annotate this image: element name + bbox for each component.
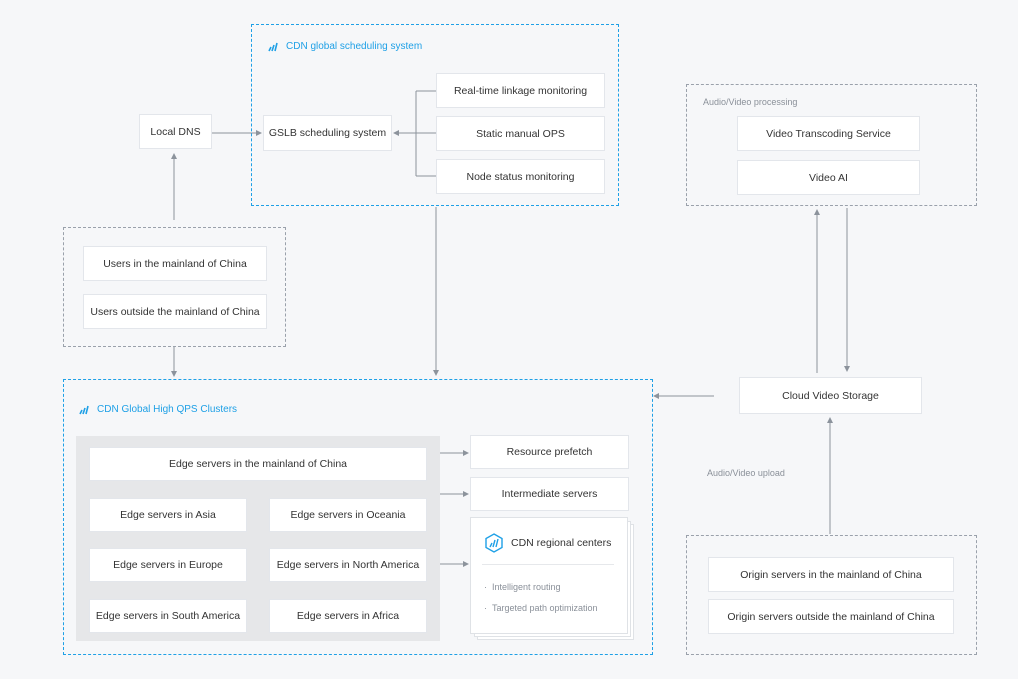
- users-outside-box: Users outside the mainland of China: [83, 294, 267, 329]
- realtime-monitoring-box: Real-time linkage monitoring: [436, 73, 605, 108]
- resource-prefetch-box: Resource prefetch: [470, 435, 629, 469]
- regional-centers-header: CDN regional centers: [484, 533, 611, 553]
- edge-north-america-box: Edge servers in North America: [269, 548, 427, 582]
- cdn-hex-icon: [485, 533, 503, 553]
- regional-bullet-1-text: Intelligent routing: [492, 582, 561, 592]
- edge-asia-box: Edge servers in Asia: [89, 498, 247, 532]
- node-status-box: Node status monitoring: [436, 159, 605, 194]
- video-ai-box: Video AI: [737, 160, 920, 195]
- gslb-scheduling-box: GSLB scheduling system: [263, 115, 392, 151]
- regional-divider: [482, 564, 614, 565]
- static-ops-box: Static manual OPS: [436, 116, 605, 151]
- regional-bullet-2-text: Targeted path optimization: [492, 603, 598, 613]
- cdn-logo-icon: [268, 42, 278, 51]
- origin-outside-box: Origin servers outside the mainland of C…: [708, 599, 954, 634]
- cdn-logo-icon: [79, 405, 89, 414]
- intermediate-servers-box: Intermediate servers: [470, 477, 629, 511]
- regional-bullet-1: · Intelligent routing: [484, 582, 561, 592]
- users-mainland-box: Users in the mainland of China: [83, 246, 267, 281]
- origin-group: [686, 535, 977, 655]
- scheduling-system-group: [251, 24, 619, 206]
- edge-south-america-box: Edge servers in South America: [89, 599, 247, 633]
- regional-bullet-2: · Targeted path optimization: [484, 603, 598, 613]
- edge-africa-box: Edge servers in Africa: [269, 599, 427, 633]
- edge-oceania-box: Edge servers in Oceania: [269, 498, 427, 532]
- av-processing-title: Audio/Video processing: [703, 97, 798, 107]
- clusters-title: CDN Global High QPS Clusters: [79, 404, 237, 415]
- edge-europe-box: Edge servers in Europe: [89, 548, 247, 582]
- av-processing-group: [686, 84, 977, 206]
- scheduling-system-title: CDN global scheduling system: [268, 41, 422, 52]
- clusters-group: [63, 379, 653, 655]
- origin-mainland-box: Origin servers in the mainland of China: [708, 557, 954, 592]
- scheduling-system-title-text: CDN global scheduling system: [286, 41, 423, 52]
- cloud-video-storage-box: Cloud Video Storage: [739, 377, 922, 414]
- clusters-title-text: CDN Global High QPS Clusters: [97, 404, 238, 415]
- edge-mainland-box: Edge servers in the mainland of China: [89, 447, 427, 481]
- users-group: [63, 227, 286, 347]
- regional-centers-card: [470, 517, 628, 634]
- regional-centers-title: CDN regional centers: [511, 537, 612, 549]
- local-dns-box: Local DNS: [139, 114, 212, 149]
- transcoding-box: Video Transcoding Service: [737, 116, 920, 151]
- av-upload-label: Audio/Video upload: [707, 468, 785, 478]
